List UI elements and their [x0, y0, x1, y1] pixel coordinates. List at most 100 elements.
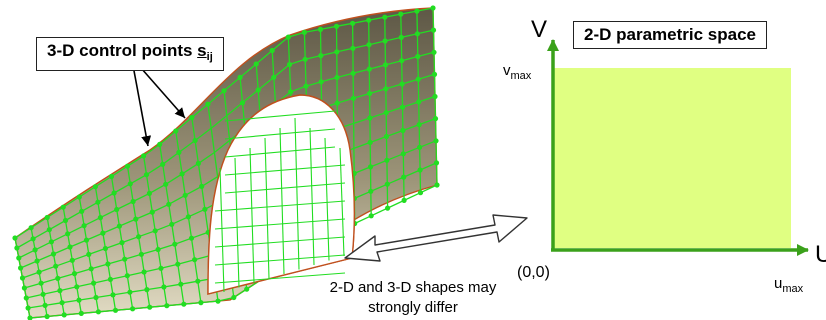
control-point: [367, 164, 374, 170]
double-arrow: [344, 214, 528, 262]
umax-sub: max: [782, 283, 804, 295]
control-point: [383, 133, 390, 140]
control-point: [415, 76, 421, 82]
control-point: [202, 206, 208, 212]
control-point: [28, 225, 34, 231]
axis-v-label: V: [531, 16, 548, 43]
control-point: [74, 284, 80, 290]
control-point: [176, 149, 182, 155]
control-point: [366, 42, 372, 48]
control-point: [57, 288, 63, 294]
control-point: [367, 115, 373, 121]
control-point: [119, 240, 125, 246]
control-point: [163, 181, 169, 187]
hole-mesh: [207, 94, 356, 295]
hole-grid-line: [249, 147, 255, 284]
mesh-line: [16, 29, 434, 249]
control-point: [124, 273, 130, 279]
control-point: [399, 81, 405, 87]
control-point: [368, 213, 374, 219]
control-point: [152, 228, 158, 234]
control-point: [60, 204, 66, 210]
control-point: [318, 53, 324, 59]
control-point: [55, 275, 61, 281]
control-point: [417, 190, 424, 196]
control-point: [25, 305, 31, 311]
control-point: [116, 223, 122, 229]
control-point: [350, 45, 356, 51]
control-point: [102, 245, 108, 252]
control-point: [136, 234, 142, 240]
control-point: [127, 181, 133, 187]
control-point: [147, 304, 153, 310]
hole-grid-line: [214, 272, 346, 284]
control-point: [160, 161, 166, 167]
control-point: [431, 49, 437, 55]
control-points-label: 3-D control points sij: [36, 37, 224, 71]
vmax-sub: max: [510, 70, 532, 82]
control-point: [127, 289, 133, 295]
hole-grid-line: [339, 147, 345, 257]
control-point: [32, 247, 38, 253]
control-point: [382, 38, 388, 44]
control-point: [399, 58, 405, 64]
control-point: [432, 93, 438, 100]
hole-grid-line: [224, 182, 346, 194]
control-point: [333, 23, 340, 29]
hole-grid-line: [324, 137, 330, 261]
control-point: [48, 239, 55, 245]
control-point: [93, 294, 99, 301]
control-point: [21, 285, 27, 291]
control-point: [100, 230, 106, 236]
control-point: [244, 286, 250, 292]
control-point: [383, 86, 389, 92]
control-point: [149, 209, 155, 215]
control-point: [40, 291, 46, 297]
control-points-subscript: ij: [206, 51, 213, 63]
control-point: [430, 27, 437, 33]
control-point: [12, 235, 18, 241]
control-point: [155, 246, 161, 253]
control-point: [97, 215, 103, 221]
shape-difference-caption: 2-D and 3-D shapes may strongly differ: [303, 278, 523, 318]
control-point: [417, 167, 423, 173]
control-point: [23, 295, 29, 301]
control-point: [91, 280, 97, 286]
control-point: [195, 160, 201, 166]
caption-line-2: strongly differ: [368, 299, 458, 316]
control-point: [65, 231, 71, 237]
control-point: [368, 188, 374, 194]
control-point: [350, 20, 356, 26]
control-point: [318, 79, 324, 85]
control-point: [42, 302, 48, 308]
control-point: [288, 89, 294, 95]
control-point: [88, 266, 94, 272]
control-point: [130, 198, 136, 205]
control-point: [185, 214, 191, 220]
control-point: [166, 201, 172, 207]
control-point: [111, 190, 117, 196]
control-point: [79, 208, 85, 214]
control-point: [415, 53, 421, 60]
control-point: [144, 287, 150, 293]
control-point: [36, 269, 42, 275]
control-point: [62, 217, 69, 224]
control-point: [141, 153, 147, 159]
control-point: [78, 310, 84, 316]
control-point: [92, 184, 98, 190]
control-point: [416, 99, 422, 105]
hole-grid-line: [214, 254, 346, 266]
control-point: [416, 122, 422, 128]
control-point: [414, 31, 420, 37]
control-point: [179, 171, 185, 177]
control-point: [16, 255, 22, 261]
control-point: [27, 315, 33, 320]
control-point: [76, 194, 82, 200]
control-point: [367, 90, 373, 97]
control-point: [271, 74, 277, 80]
control-point: [384, 157, 390, 163]
control-point: [366, 66, 372, 72]
control-point: [76, 297, 82, 303]
control-point: [383, 110, 389, 116]
